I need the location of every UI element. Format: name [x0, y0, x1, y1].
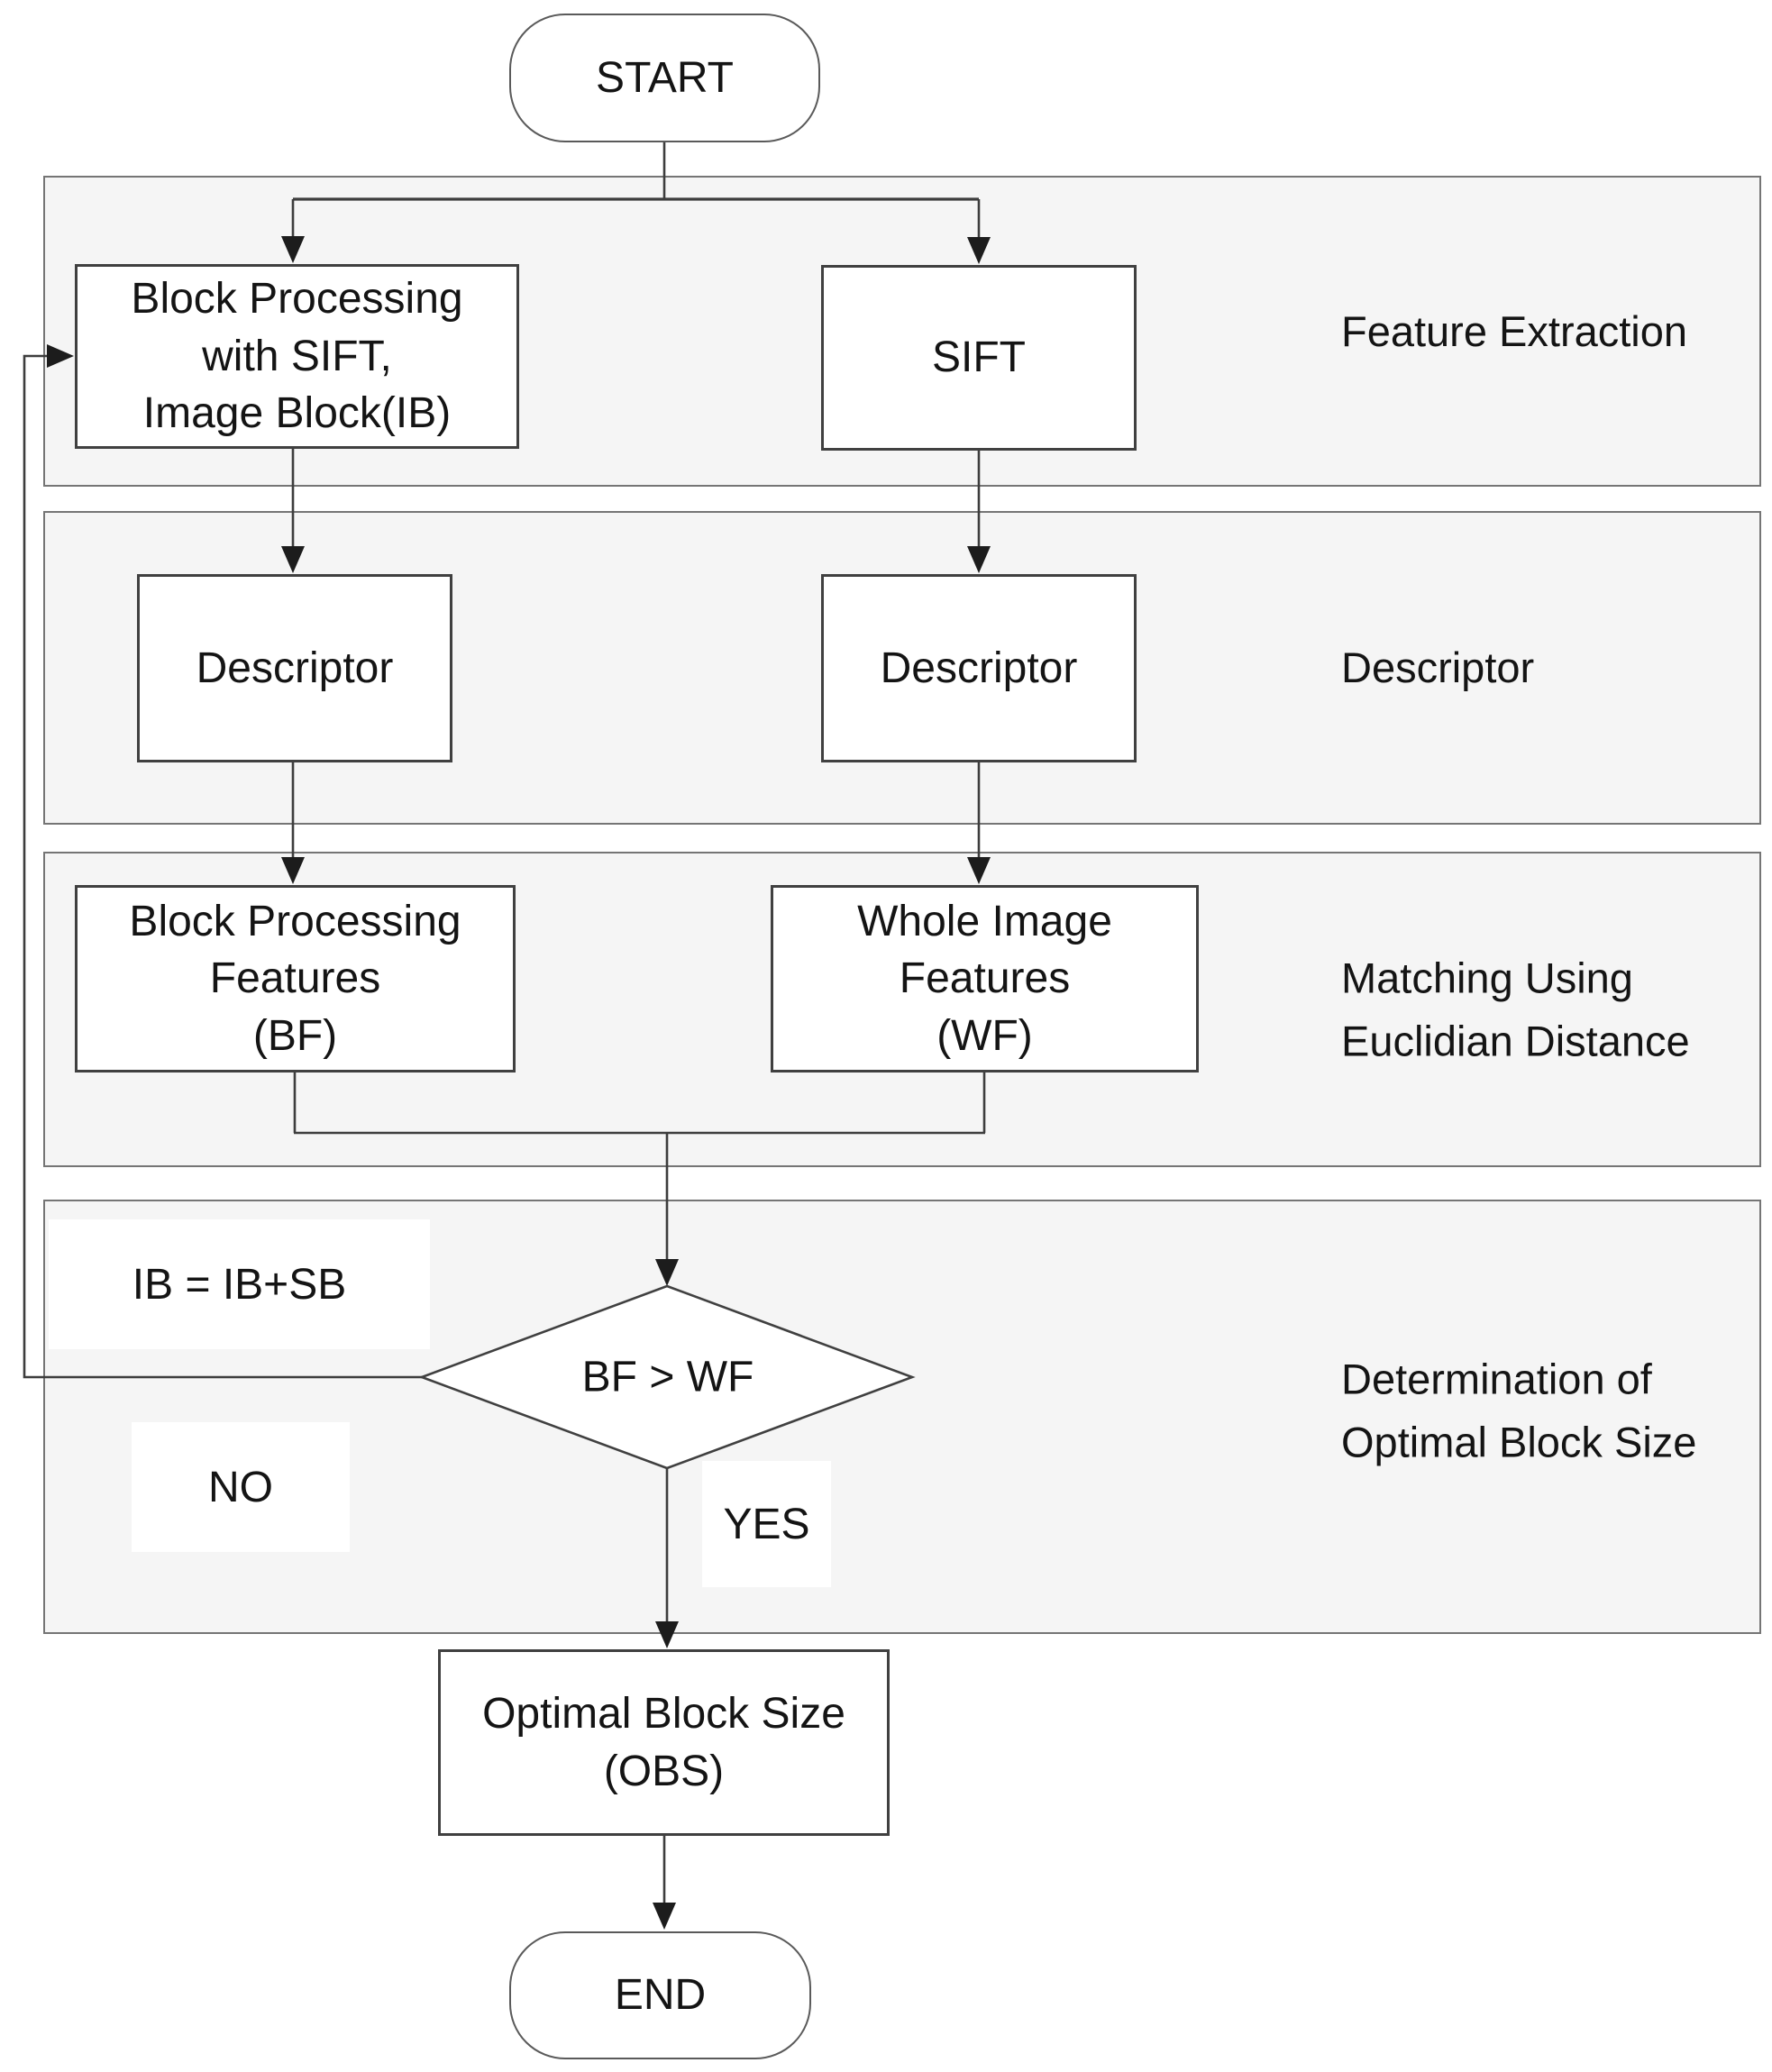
- arrowhead-bf: [281, 857, 305, 884]
- whole-image-features-node: Whole Image Features (WF): [771, 885, 1199, 1073]
- descriptor-left-node: Descriptor: [137, 574, 452, 762]
- block-features-node: Block Processing Features (BF): [75, 885, 516, 1073]
- arrowhead-sift: [967, 237, 991, 264]
- arrowhead-obs: [655, 1621, 679, 1648]
- decision-label: BF > WF: [581, 1353, 754, 1401]
- section-label-descriptor: Descriptor: [1341, 644, 1535, 692]
- arrowhead-loop-return: [47, 344, 74, 368]
- arrowhead-descriptor-left: [281, 546, 305, 573]
- block-processing-node: Block Processing with SIFT, Image Block(…: [75, 264, 519, 449]
- arrowhead-end: [653, 1903, 676, 1930]
- increment-label: IB = IB+SB: [49, 1219, 430, 1349]
- arrowhead-decision: [655, 1259, 679, 1286]
- section-label-determination: Determination of Optimal Block Size: [1341, 1355, 1697, 1465]
- sift-node: SIFT: [821, 265, 1137, 451]
- no-branch-label: NO: [132, 1422, 350, 1552]
- edge-no-loop: [23, 354, 422, 1379]
- section-label-matching: Matching Using Euclidian Distance: [1341, 954, 1690, 1064]
- end-terminal: END: [509, 1931, 811, 2059]
- section-label-feature-extraction: Feature Extraction: [1341, 307, 1688, 356]
- arrowhead-descriptor-right: [967, 546, 991, 573]
- start-terminal: START: [509, 14, 820, 142]
- yes-branch-label: YES: [702, 1461, 831, 1587]
- descriptor-right-node: Descriptor: [821, 574, 1137, 762]
- optimal-block-size-node: Optimal Block Size (OBS): [438, 1649, 890, 1836]
- arrowhead-block-processing: [281, 236, 305, 263]
- arrowhead-wf: [967, 857, 991, 884]
